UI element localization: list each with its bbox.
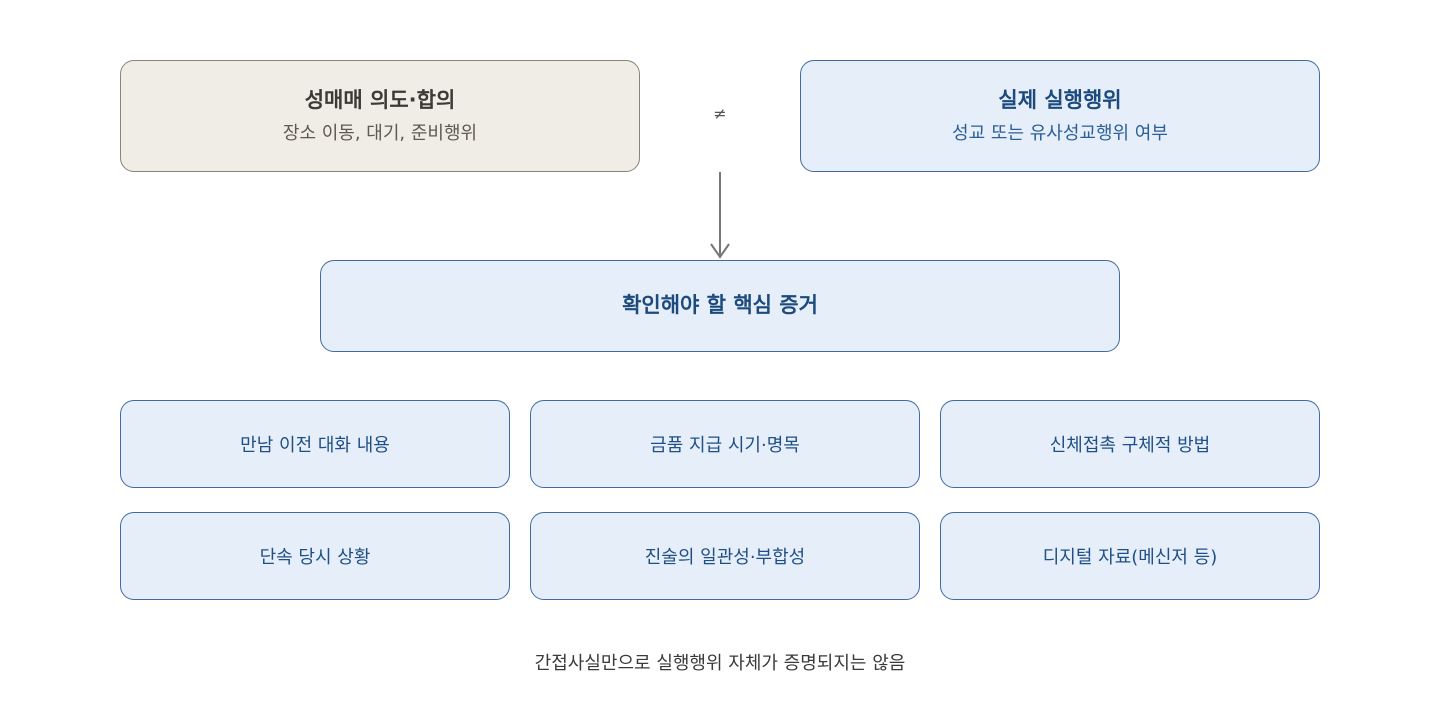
evidence-item-box: 디지털 자료(메신저 등)	[940, 512, 1320, 600]
actual-act-title: 실제 실행행위	[998, 87, 1122, 112]
actual-act-subtitle: 성교 또는 유사성교행위 여부	[952, 122, 1168, 144]
evidence-item-label: 디지털 자료(메신저 등)	[1042, 547, 1218, 568]
evidence-item-label: 만남 이전 대화 내용	[240, 435, 390, 456]
evidence-item-box: 단속 당시 상황	[120, 512, 510, 600]
evidence-item-box: 금품 지급 시기·명목	[530, 400, 920, 488]
evidence-item-label: 금품 지급 시기·명목	[650, 435, 800, 456]
intent-agreement-subtitle: 장소 이동, 대기, 준비행위	[282, 122, 478, 144]
intent-agreement-box: 성매매 의도·합의 장소 이동, 대기, 준비행위	[120, 60, 640, 172]
key-evidence-box: 확인해야 할 핵심 증거	[320, 260, 1120, 352]
actual-act-box: 실제 실행행위 성교 또는 유사성교행위 여부	[800, 60, 1320, 172]
evidence-item-label: 신체접촉 구체적 방법	[1049, 435, 1211, 456]
evidence-item-label: 단속 당시 상황	[259, 547, 371, 568]
evidence-item-box: 만남 이전 대화 내용	[120, 400, 510, 488]
footnote-text: 간접사실만으로 실행행위 자체가 증명되지는 않음	[534, 653, 906, 674]
evidence-item-box: 신체접촉 구체적 방법	[940, 400, 1320, 488]
key-evidence-title: 확인해야 할 핵심 증거	[622, 293, 818, 318]
intent-agreement-title: 성매매 의도·합의	[304, 87, 456, 112]
not-equal-symbol: ≠	[713, 104, 727, 123]
evidence-item-label: 진술의 일관성·부합성	[644, 547, 806, 568]
evidence-item-box: 진술의 일관성·부합성	[530, 512, 920, 600]
